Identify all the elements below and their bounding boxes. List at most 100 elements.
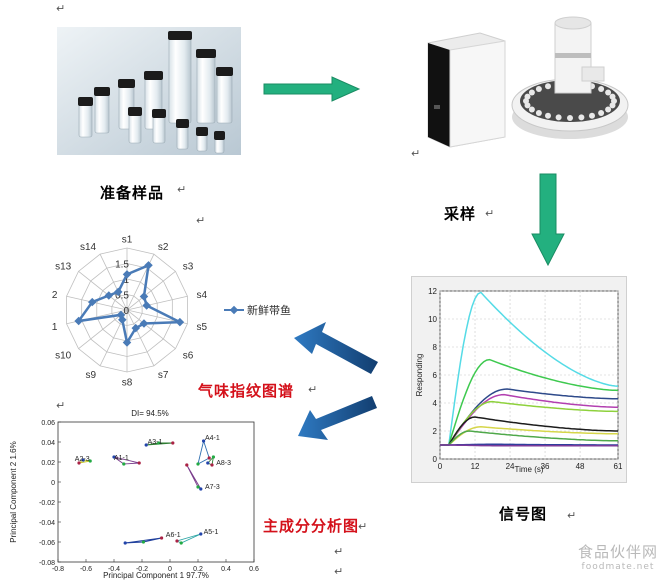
tray-slot xyxy=(589,112,595,119)
radar-axis-label: s12 xyxy=(52,290,58,301)
x-axis-label: Principal Component 1 97.7% xyxy=(103,571,209,580)
radar-axis xyxy=(78,271,128,311)
paragraph-mark: ↵ xyxy=(196,214,206,227)
vial xyxy=(196,55,216,124)
radar-point xyxy=(122,338,132,347)
y-tick-label: 10 xyxy=(428,315,437,324)
arrow-down-icon xyxy=(531,173,565,267)
vial-cap xyxy=(196,127,208,136)
paragraph-mark: ↵ xyxy=(485,207,495,220)
vial xyxy=(216,73,233,124)
tray-slot xyxy=(609,102,616,109)
tray-slot xyxy=(545,112,551,119)
vial-cap xyxy=(214,131,225,140)
vial xyxy=(168,37,192,124)
legend-label: 新鲜带鱼 xyxy=(247,303,291,317)
x-tick-label: 36 xyxy=(541,462,550,471)
pca-point xyxy=(77,461,81,465)
tray-slot xyxy=(528,106,535,113)
paragraph-mark: ↵ xyxy=(411,147,421,160)
pca-group-outline xyxy=(207,455,215,466)
radar-tick-label: 1.5 xyxy=(115,260,129,271)
radar-axis-label: s9 xyxy=(86,370,97,381)
pca-point xyxy=(171,441,175,445)
tray-slot xyxy=(598,110,605,117)
y-tick-label: -0.08 xyxy=(39,560,55,567)
pca-point xyxy=(199,532,203,536)
pca-group-outline xyxy=(175,533,201,544)
signal-series-line xyxy=(440,291,619,446)
x-tick-label: 0.6 xyxy=(249,566,259,573)
step-pca-caption: 主成分分析图 xyxy=(263,517,360,535)
y-axis-label: Responding xyxy=(415,354,424,397)
radar-point xyxy=(104,291,114,300)
y-tick-label: 2 xyxy=(433,427,438,436)
signal-series-line xyxy=(440,416,618,446)
paragraph-mark: ↵ xyxy=(334,545,344,558)
tray-slot xyxy=(578,114,585,121)
e-nose-instrument-photo xyxy=(410,5,632,150)
x-tick-label: 0 xyxy=(168,566,172,573)
y-tick-label: -0.04 xyxy=(39,520,55,527)
sample-vials-photo xyxy=(57,27,241,155)
radar-axis-label: s14 xyxy=(80,242,97,253)
x-tick-label: 12 xyxy=(471,462,480,471)
arrow-left-down-icon xyxy=(298,396,377,440)
radar-axis xyxy=(99,253,128,311)
pca-group-label: A7-3 xyxy=(205,484,220,491)
paragraph-mark: ↵ xyxy=(334,565,344,578)
radar-point xyxy=(114,287,123,297)
legend-marker xyxy=(229,305,239,315)
vial xyxy=(214,137,225,154)
radar-axis-label: s2 xyxy=(158,242,169,253)
pca-group-label: A2-3 xyxy=(75,456,90,463)
y-tick-label: -0.02 xyxy=(39,500,55,507)
radar-point xyxy=(139,292,149,301)
x-tick-label: 0.2 xyxy=(193,566,203,573)
y-tick-label: -0.06 xyxy=(39,540,55,547)
y-tick-label: 4 xyxy=(433,399,438,408)
tray-slot xyxy=(605,89,612,96)
radar-axis-label: s11 xyxy=(52,322,58,333)
vial-cap xyxy=(78,97,93,106)
tray-slot xyxy=(605,106,612,113)
radar-axis-label: s13 xyxy=(55,262,72,273)
pca-point xyxy=(123,541,127,545)
step-sampling-caption: 采样 xyxy=(444,205,477,223)
tray-slot xyxy=(555,114,562,121)
signal-series-line xyxy=(440,400,618,446)
step-signal-caption: 信号图 xyxy=(499,505,548,523)
radar-axis xyxy=(126,309,155,367)
vial xyxy=(94,93,110,134)
tray-slot xyxy=(598,85,605,92)
radar-chart: 00.511.5 s1s2s3s4s5s6s7s8s9s10s11s12s13s… xyxy=(52,235,291,389)
pca-group-outline xyxy=(113,456,140,465)
y-tick-label: 0.02 xyxy=(41,460,55,467)
paragraph-mark: ↵ xyxy=(308,383,318,396)
pca-point xyxy=(185,463,189,467)
y-tick-label: 12 xyxy=(428,287,437,296)
pca-point xyxy=(199,487,203,491)
radar-axis xyxy=(66,295,128,311)
pca-group-label: A3-1 xyxy=(148,439,163,446)
pca-point xyxy=(157,441,161,445)
vial xyxy=(176,125,189,150)
paragraph-mark: ↵ xyxy=(56,399,66,412)
arrow-left-up-icon xyxy=(294,322,378,374)
pca-group-label: A6-1 xyxy=(166,532,181,539)
radar-point xyxy=(175,317,185,327)
chart-title: DI= 94.5% xyxy=(131,409,169,418)
radar-point xyxy=(116,310,126,320)
vial-cap xyxy=(118,79,135,88)
x-tick-label: 48 xyxy=(576,462,585,471)
paragraph-mark: ↵ xyxy=(177,183,187,196)
pca-group-outline xyxy=(186,464,202,490)
signal-series-line xyxy=(440,444,618,447)
tray-slot xyxy=(609,93,616,100)
vial-cap xyxy=(152,109,166,118)
vial xyxy=(196,133,208,152)
vial-cap xyxy=(94,87,110,96)
pca-group-label: A5-1 xyxy=(204,529,219,536)
y-tick-label: 8 xyxy=(433,343,438,352)
